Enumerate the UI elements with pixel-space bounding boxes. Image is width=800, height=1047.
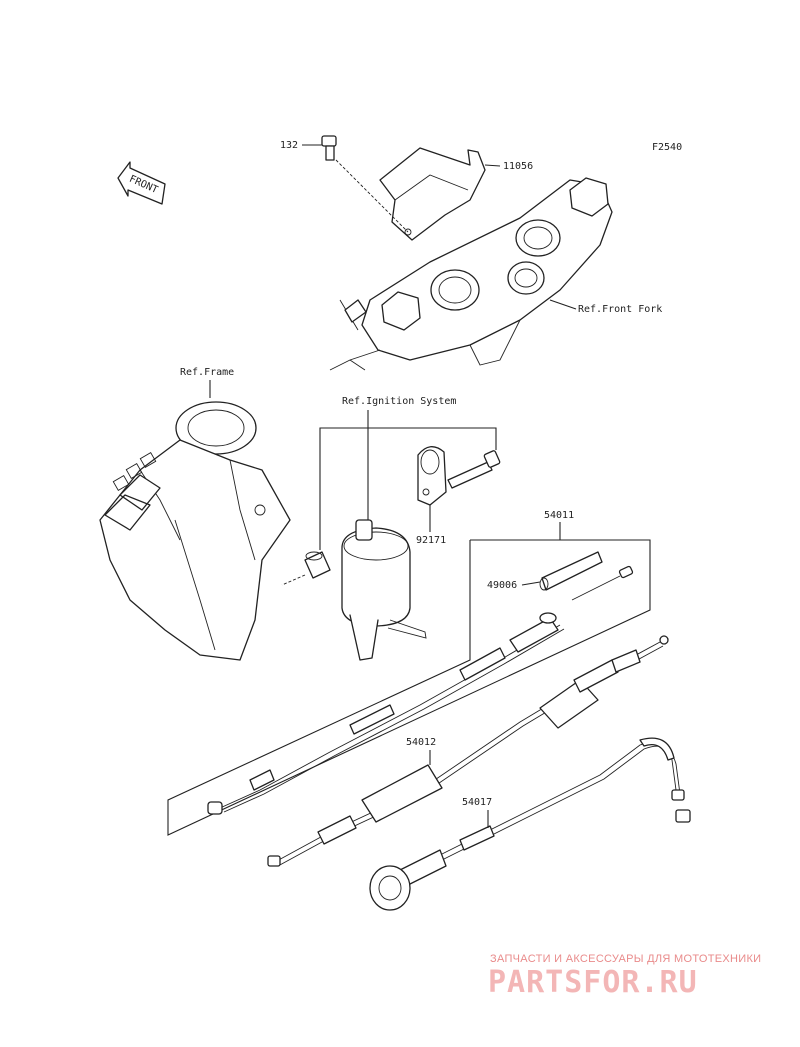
choke-cable-54017 <box>369 737 691 911</box>
spacer <box>304 551 331 579</box>
cable-end-54011 <box>571 565 634 601</box>
bolt-132 <box>321 135 337 161</box>
part-label-54017: 54017 <box>462 797 492 808</box>
ignition-switch <box>341 519 427 661</box>
watermark-tagline: ЗАПЧАСТИ И АКСЕССУАРЫ ДЛЯ МОТОТЕХНИКИ <box>490 953 761 965</box>
throttle-cable-54011 <box>207 612 565 815</box>
cable-bracket <box>379 147 486 241</box>
ignition-bolt <box>447 450 501 489</box>
cable-54012 <box>267 635 669 867</box>
part-label-132: 132 <box>280 140 298 151</box>
front-arrow-icon: FRONT <box>117 161 166 205</box>
part-label-92171: 92171 <box>416 535 446 546</box>
ref-ignition-system: Ref.Ignition System <box>342 396 456 407</box>
part-label-54012: 54012 <box>406 737 436 748</box>
ref-frame: Ref.Frame <box>180 367 234 378</box>
cable-group-outline <box>167 539 651 836</box>
part-label-49006: 49006 <box>487 580 517 591</box>
cable-boot-49006 <box>539 551 603 591</box>
part-label-11056: 11056 <box>503 161 533 172</box>
figure-code: F2540 <box>652 142 682 153</box>
frame-head-pipe <box>99 401 291 661</box>
watermark-logo: PARTSFOR.RU <box>488 965 698 1000</box>
ref-front-fork: Ref.Front Fork <box>578 304 662 315</box>
clamp-92171 <box>417 446 447 506</box>
top-bridge <box>329 177 613 371</box>
part-label-54011: 54011 <box>544 510 574 521</box>
